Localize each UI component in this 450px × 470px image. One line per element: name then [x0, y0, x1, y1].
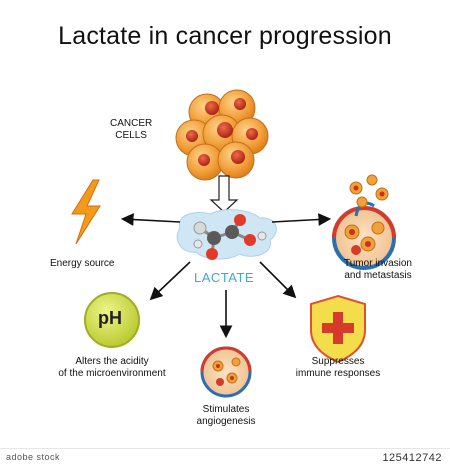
- cancer-cell-cluster-icon: [175, 89, 269, 181]
- acidity-label-line1: Alters the acidity: [75, 356, 149, 367]
- energy-source-label: Energy source: [50, 258, 115, 269]
- invasion-label-line1: Tumor invasion: [344, 258, 412, 269]
- acidity-label: Alters the acidity of the microenvironme…: [42, 356, 182, 380]
- stock-logo: adobe stock: [6, 452, 61, 462]
- stock-id: 125412742: [382, 452, 442, 464]
- arrow-to-invasion: [271, 213, 332, 226]
- angiogenesis-label: Stimulates angiogenesis: [176, 404, 276, 428]
- invasion-label-line2: and metastasis: [344, 270, 412, 281]
- immune-label: Suppresses immune responses: [288, 356, 388, 380]
- lightning-bolt-icon: [71, 179, 101, 245]
- arrow-to-energy: [120, 213, 181, 226]
- production-arrow: [209, 175, 239, 213]
- cancer-cells-label: CANCER CELLS: [110, 118, 153, 141]
- acidity-label-line2: of the microenvironment: [58, 368, 166, 379]
- immune-label-line1: Suppresses: [311, 356, 365, 367]
- immune-label-line2: immune responses: [295, 368, 381, 379]
- tumor-vessel-icon: [332, 174, 396, 270]
- ph-badge-icon: [84, 292, 140, 348]
- lactate-molecule-icon: [176, 209, 277, 260]
- arrow-to-immune: [259, 261, 297, 299]
- blood-vessel-icon: [200, 346, 252, 398]
- page-title: Lactate in cancer progression: [58, 22, 392, 50]
- ph-badge-label: pH: [98, 308, 122, 328]
- lactate-label: LACTATE: [194, 270, 255, 285]
- angiogenesis-label-line2: angiogenesis: [196, 416, 256, 427]
- stock-footer: [0, 448, 450, 470]
- arrow-to-acidity: [149, 261, 191, 301]
- shield-cross-icon: [310, 294, 366, 364]
- angiogenesis-label-line1: Stimulates: [202, 404, 250, 415]
- invasion-label: Tumor invasion and metastasis: [328, 258, 428, 282]
